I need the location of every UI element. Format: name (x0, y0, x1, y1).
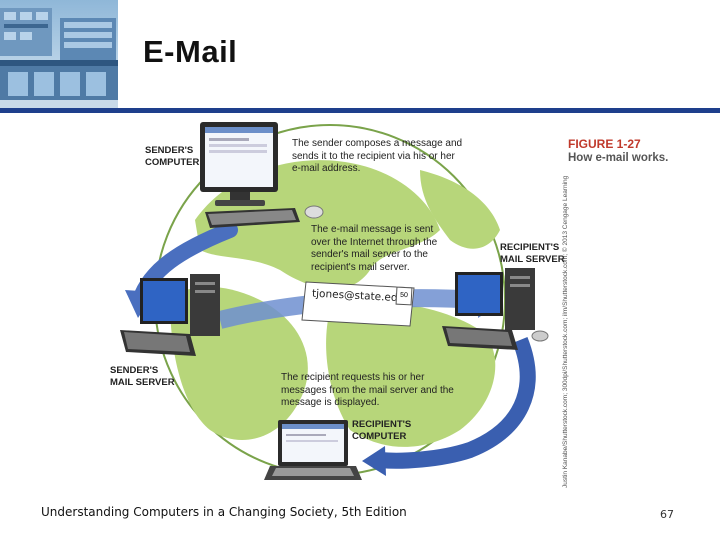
senders-computer-icon (200, 122, 324, 228)
figure-caption: How e-mail works. (568, 152, 669, 164)
senders-mail-server-icon (120, 274, 220, 356)
recipients-mail-server-icon (442, 268, 549, 350)
email-diagram (120, 122, 549, 480)
footer-book-title: Understanding Computers in a Changing So… (41, 505, 407, 519)
slide-title: E-Mail (143, 34, 238, 69)
step-compose: The sender composes a message and sends … (292, 138, 463, 174)
header-photo (0, 0, 118, 108)
label-recipients-mail-server: RECIPIENT'S MAIL SERVER (500, 242, 565, 265)
step-internet: The e-mail message is sent over the Inte… (311, 224, 438, 273)
header-rule (118, 108, 720, 113)
label-senders-computer: SENDER'S COMPUTER (145, 145, 200, 168)
envelope-stamp: 50 (395, 286, 413, 306)
header-rule-left (0, 108, 118, 113)
label-senders-mail-server: SENDER'S MAIL SERVER (110, 365, 175, 388)
recipients-computer-icon (264, 420, 362, 480)
figure-label: FIGURE 1-27 (568, 137, 641, 151)
envelope-icon (301, 281, 415, 327)
step-retrieve: The recipient requests his or her messag… (281, 372, 454, 408)
label-recipients-computer: RECIPIENT'S COMPUTER (352, 419, 412, 442)
image-credit: Justin Kanabe/Shutterstock.com; 300dpi/S… (562, 175, 569, 488)
page-number: 67 (660, 508, 674, 521)
